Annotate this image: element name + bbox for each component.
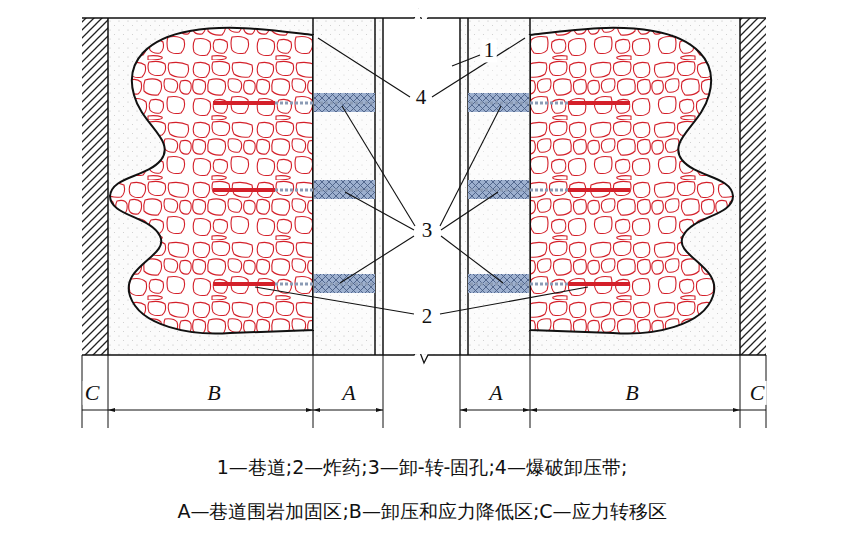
zone-letter: A [487, 381, 504, 405]
zone-letter: B [205, 381, 222, 405]
zone-letter: C [748, 381, 767, 405]
callout-number: 3 [420, 219, 435, 242]
callout-number: 2 [420, 305, 435, 328]
caption-line: 1—巷道;2—炸药;3—卸-转-固孔;4—爆破卸压带; [215, 457, 630, 478]
callout-number: 4 [414, 86, 429, 109]
zone-letter: B [623, 381, 640, 405]
zone-letter: C [83, 381, 102, 405]
caption-line: A—巷道围岩加固区;B—卸压和应力降低区;C—应力转移区 [175, 501, 668, 522]
zone-letter: A [340, 381, 357, 405]
callout-number: 1 [482, 39, 497, 62]
